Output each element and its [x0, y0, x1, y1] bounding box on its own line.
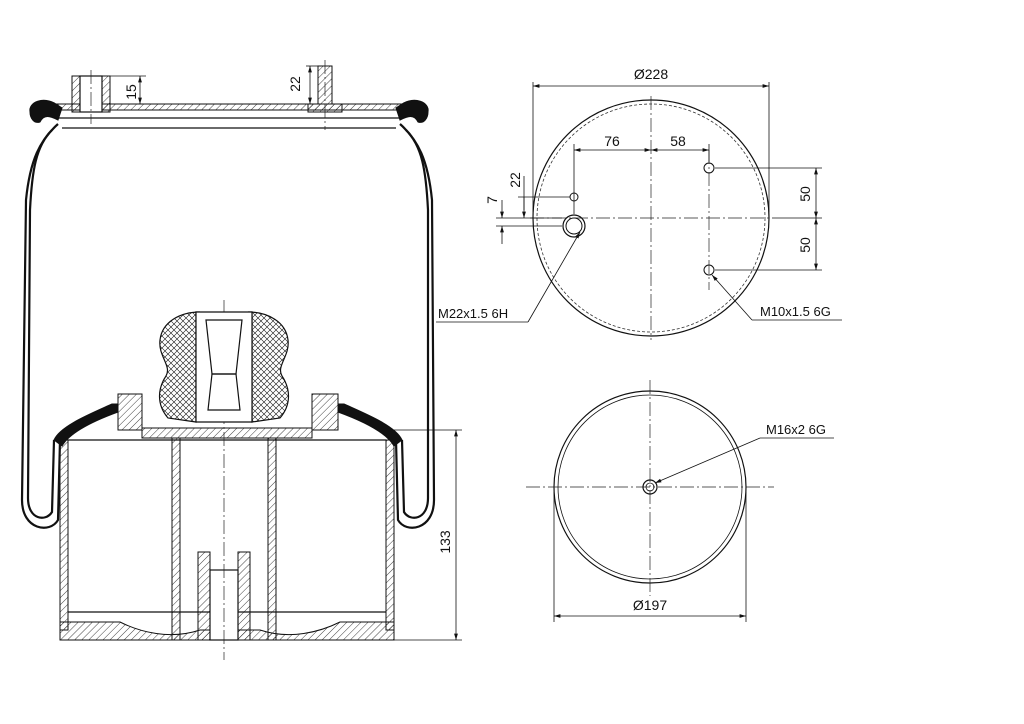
section-view: 15 22 133	[20, 60, 462, 660]
dim-76-text: 76	[604, 133, 620, 149]
air-inlet-hole	[562, 214, 586, 238]
base-bolt-hole	[642, 479, 658, 495]
dim-228-text: Ø228	[634, 66, 668, 82]
leader-m22: M22x1.5 6H	[436, 231, 581, 323]
piston-right-wall	[385, 439, 395, 631]
dim-15: 15	[110, 75, 146, 105]
center-column-left	[171, 437, 181, 641]
dim-22-7: 22 7	[484, 172, 570, 244]
dim-22: 22	[287, 65, 318, 105]
dim-228: Ø228	[532, 66, 770, 212]
thread-m10-text: M10x1.5 6G	[760, 304, 831, 319]
dim-15-text: 15	[123, 84, 139, 100]
dim-197: Ø197	[553, 492, 747, 622]
piston-left-wall	[59, 439, 69, 631]
dim-133: 133	[394, 429, 462, 641]
dim-7-text: 7	[484, 196, 500, 204]
base-view: Ø197 M16x2 6G	[526, 380, 834, 622]
top-stud	[71, 75, 81, 113]
bump-stop	[158, 311, 201, 423]
dim-133-text: 133	[437, 530, 453, 554]
thread-m16-text: M16x2 6G	[766, 422, 826, 437]
dim-50-lower-text: 50	[797, 237, 813, 253]
thread-m22-text: M22x1.5 6H	[438, 306, 508, 321]
dim-22-small-text: 22	[507, 172, 523, 188]
right-bead	[395, 99, 429, 123]
dim-50-upper-text: 50	[797, 186, 813, 202]
dim-22-text: 22	[287, 76, 303, 92]
top-plate-view: Ø228 76 58 50 50	[436, 66, 842, 340]
dim-197-text: Ø197	[633, 597, 667, 613]
left-bead	[29, 99, 63, 123]
center-column-right	[267, 437, 277, 641]
dim-50-50: 50 50	[715, 167, 822, 271]
leader-m10: M10x1.5 6G	[711, 274, 842, 321]
leader-m16: M16x2 6G	[654, 422, 834, 484]
dim-76-58: 76 58	[573, 133, 710, 214]
dim-58-text: 58	[670, 133, 686, 149]
